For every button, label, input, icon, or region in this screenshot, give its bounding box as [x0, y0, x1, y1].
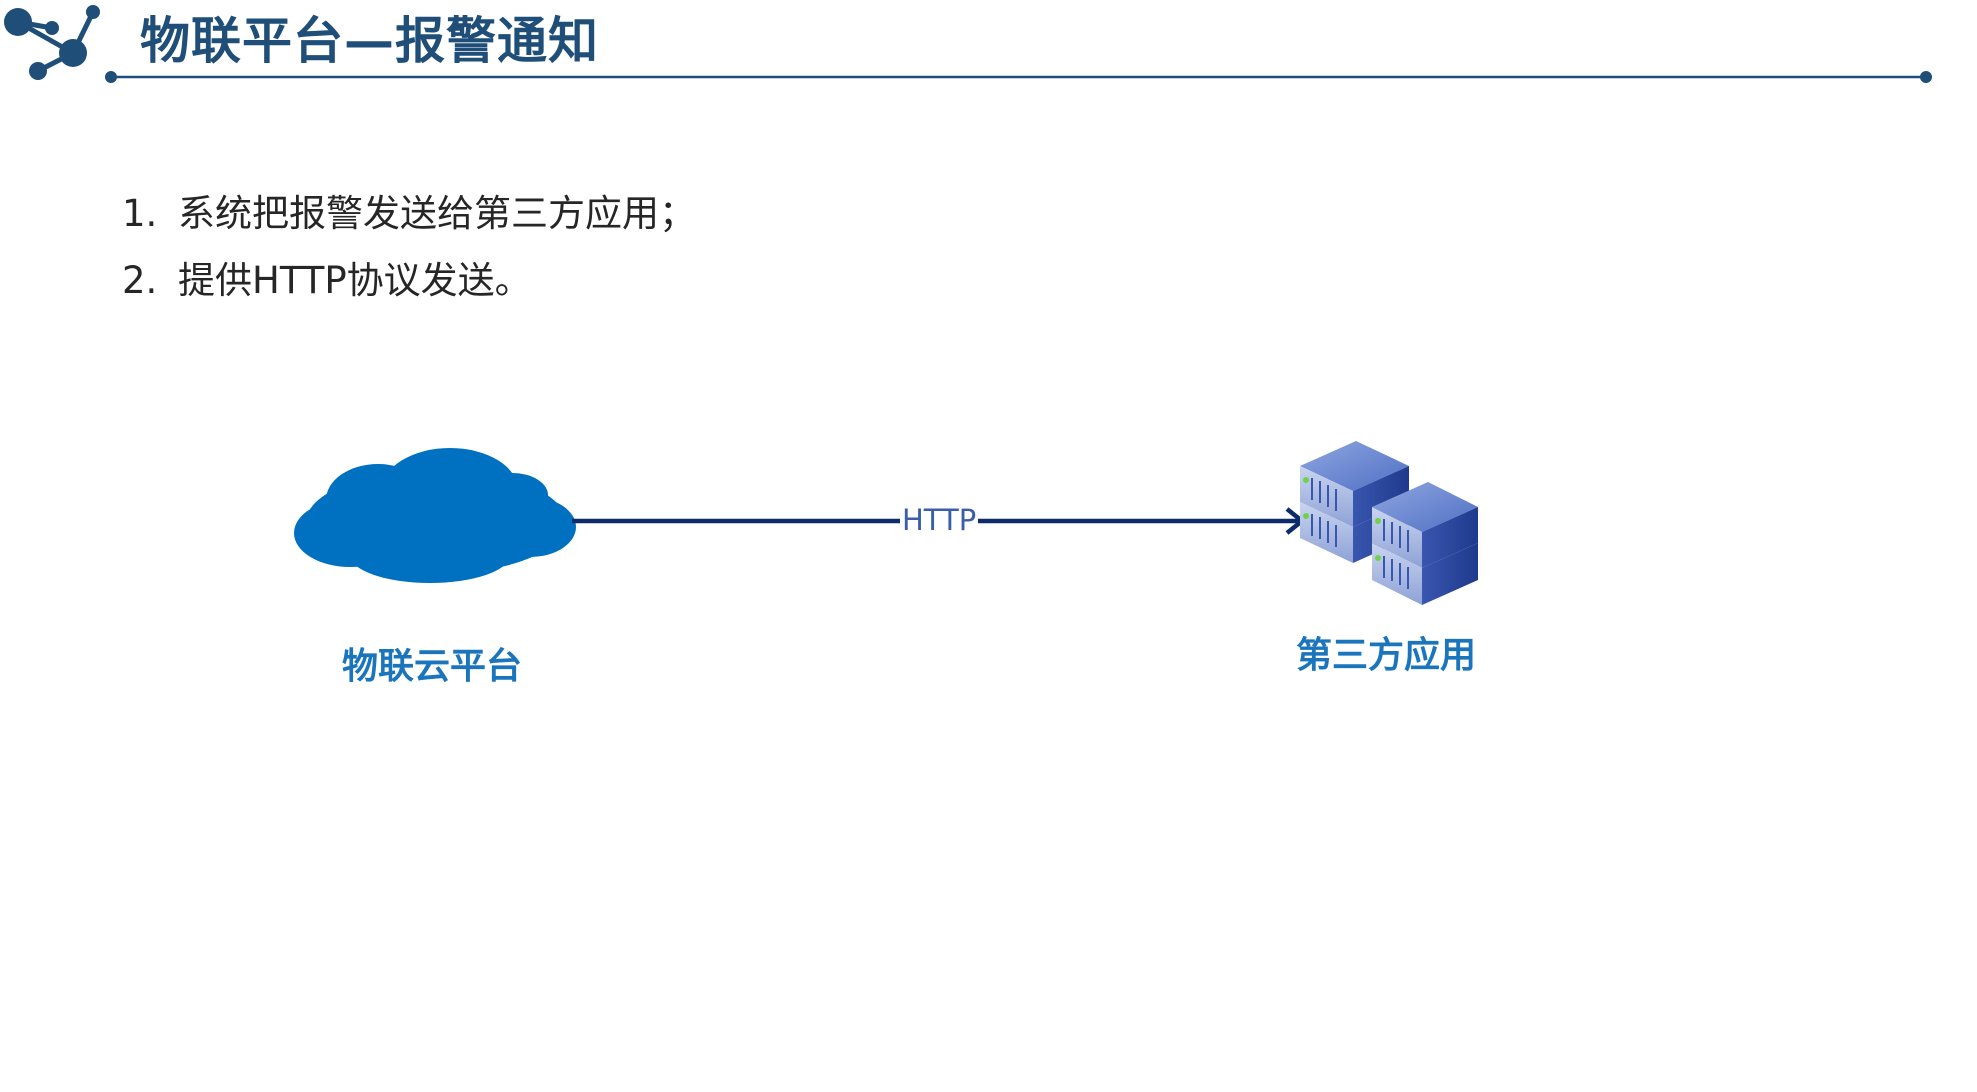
- page-title: 物联平台—报警通知: [140, 12, 599, 70]
- network-nodes-icon: [4, 5, 100, 80]
- cloud-icon: [294, 448, 576, 583]
- edge-label-http: HTTP: [900, 502, 979, 538]
- node-label-iot-cloud: 物联云平台: [342, 646, 523, 687]
- server-stack-icon: [1300, 441, 1478, 605]
- bullet-item-1: 1. 系统把报警发送给第三方应用；: [122, 188, 696, 240]
- bullet-text: 提供HTTP协议发送。: [178, 259, 532, 302]
- bullet-number: 2.: [122, 259, 158, 302]
- bullet-text: 系统把报警发送给第三方应用；: [178, 192, 696, 235]
- node-label-third-party-app: 第三方应用: [1296, 635, 1477, 676]
- title-divider: [105, 71, 1932, 83]
- bullet-item-2: 2. 提供HTTP协议发送。: [122, 255, 532, 307]
- bullet-number: 1.: [122, 192, 158, 235]
